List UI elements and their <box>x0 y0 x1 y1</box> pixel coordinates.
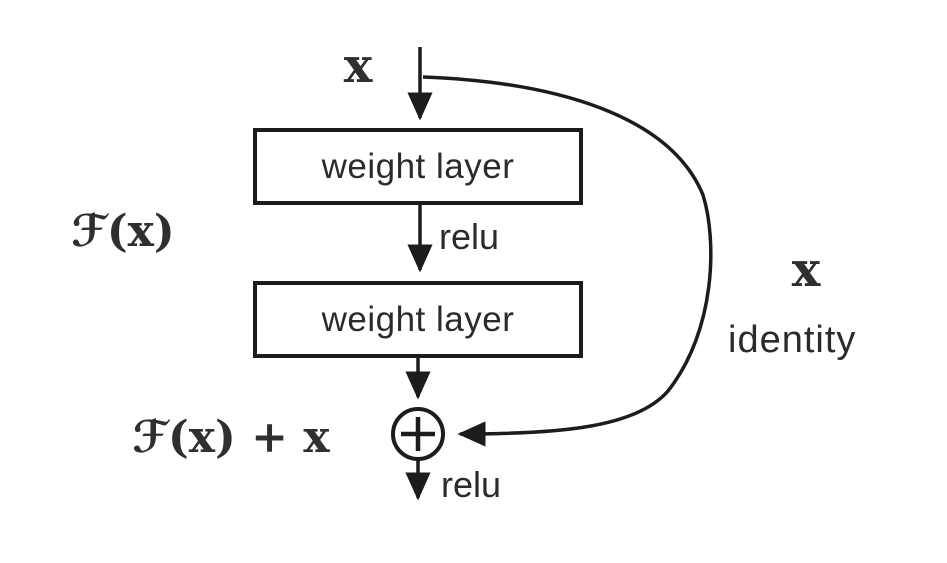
relu-output-label: relu <box>441 464 502 505</box>
skip-connection-curve <box>422 75 713 447</box>
residual-function-label: ℱ(x) <box>71 206 175 257</box>
weight-layer-1-box: weight layer <box>253 128 583 205</box>
plus-icon <box>401 417 435 451</box>
identity-x-label: x <box>791 242 821 298</box>
weight-layer-2-box: weight layer <box>253 281 583 358</box>
weight-layer-2-label: weight layer <box>321 299 515 339</box>
relu-mid-label: relu <box>439 216 500 257</box>
output-sum-label: ℱ(x) + x <box>132 412 330 463</box>
identity-label: identity <box>728 319 857 361</box>
weight-layer-1-label: weight layer <box>321 146 515 186</box>
input-label: x <box>343 38 373 94</box>
